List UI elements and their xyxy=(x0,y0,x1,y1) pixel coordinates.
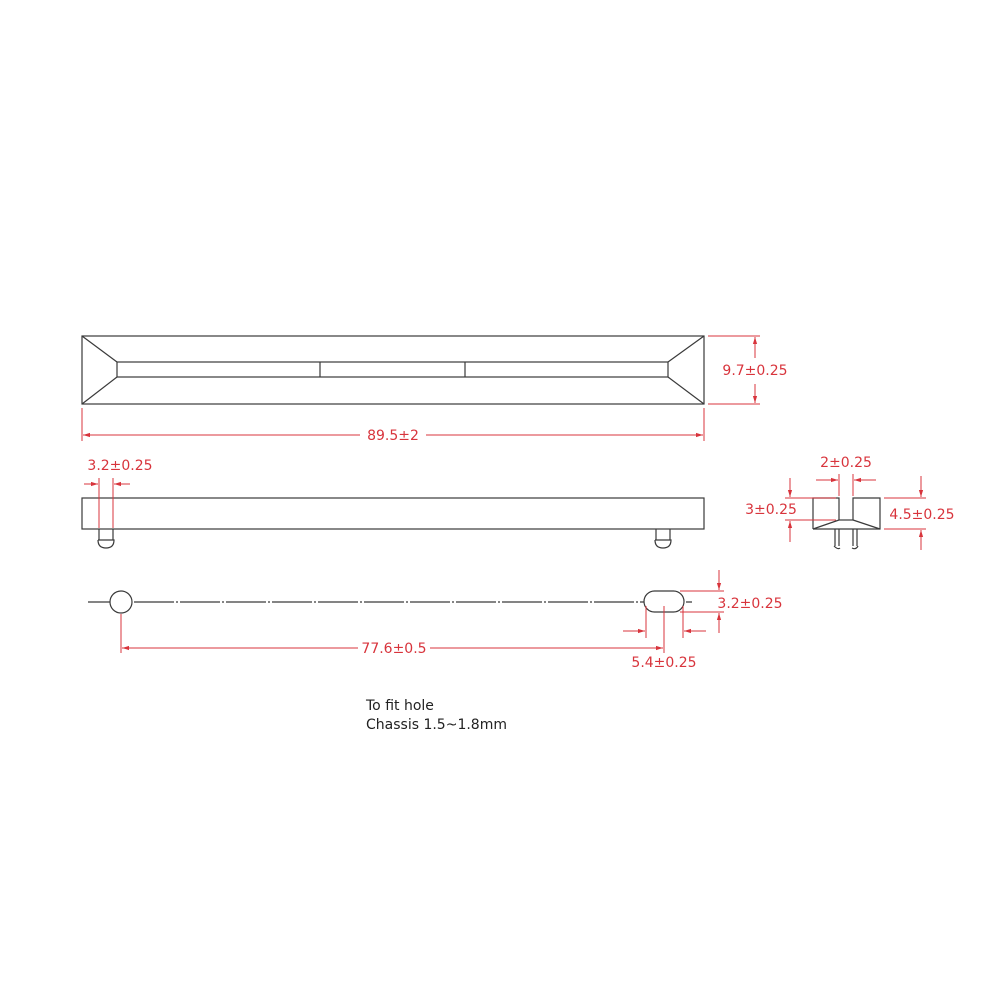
dim-height-top: 9.7±0.25 xyxy=(708,335,788,405)
dim-pin-width: 3.2±0.25 xyxy=(84,458,153,528)
dim-body-thickness: 3±0.25 xyxy=(745,478,836,542)
dim-pin-spacing: 77.6±0.5 xyxy=(120,606,665,657)
side-view xyxy=(81,497,705,549)
dim-slot-height: 3.2±0.25 xyxy=(680,570,783,633)
dim-label: 3±0.25 xyxy=(745,502,797,518)
dim-label: 9.7±0.25 xyxy=(722,363,787,379)
hole-view xyxy=(88,590,692,614)
dim-total-height: 4.5±0.25 xyxy=(884,476,955,550)
dim-length: 89.5±2 xyxy=(81,408,705,444)
note-line: To fit hole xyxy=(365,698,434,714)
dim-label: 3.2±0.25 xyxy=(717,596,782,612)
dim-slot-gap: 2±0.25 xyxy=(816,455,876,496)
dim-label: 5.4±0.25 xyxy=(631,655,696,671)
dim-label: 3.2±0.25 xyxy=(87,458,152,474)
note-line: Chassis 1.5~1.8mm xyxy=(366,717,507,733)
end-view xyxy=(812,497,881,550)
dim-label: 4.5±0.25 xyxy=(889,507,954,523)
dim-label: 77.6±0.5 xyxy=(361,641,426,657)
fit-note: To fit hole Chassis 1.5~1.8mm xyxy=(365,698,507,733)
dim-slot-length: 5.4±0.25 xyxy=(623,606,706,671)
dim-label: 89.5±2 xyxy=(367,428,419,444)
dim-label: 2±0.25 xyxy=(820,455,872,471)
top-view xyxy=(81,335,705,405)
